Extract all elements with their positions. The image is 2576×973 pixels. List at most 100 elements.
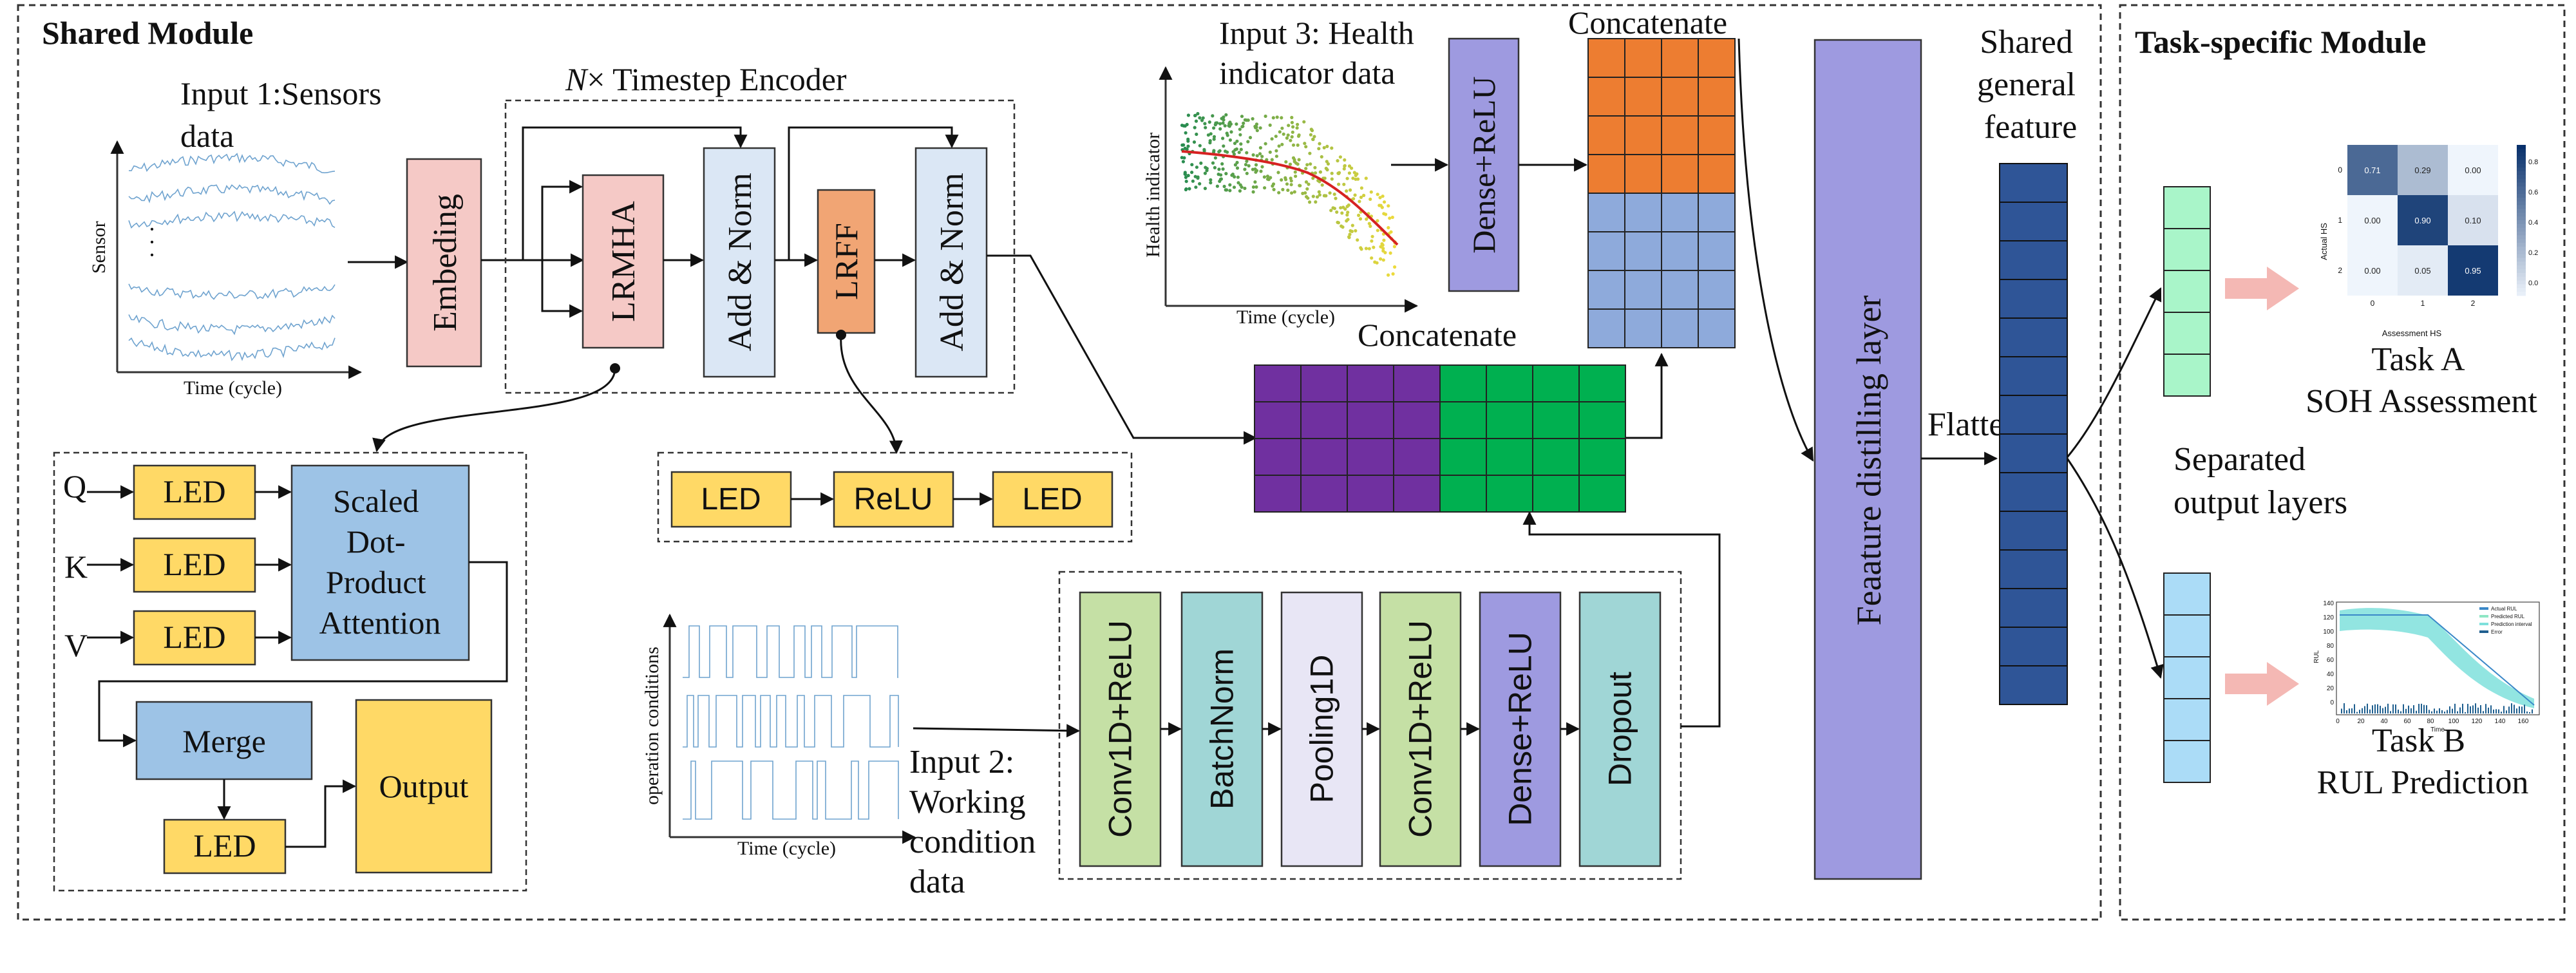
hi-point bbox=[1303, 191, 1307, 195]
hi-point bbox=[1251, 117, 1255, 121]
hi-point bbox=[1311, 176, 1315, 180]
hi-point bbox=[1309, 162, 1312, 166]
rul-error-bar bbox=[2439, 708, 2440, 713]
hi-point bbox=[1239, 142, 1243, 146]
rul-ytick: 100 bbox=[2323, 628, 2334, 636]
operation-plot: operation conditions Time (cycle) bbox=[641, 613, 916, 859]
task-b-cell bbox=[2163, 656, 2211, 699]
lrff-label: LRFF bbox=[828, 223, 864, 300]
rul-xtick: 100 bbox=[2448, 718, 2459, 725]
rul-error-bar bbox=[2377, 704, 2378, 713]
hi-point bbox=[1236, 181, 1240, 185]
hi-point bbox=[1296, 143, 1300, 147]
concat-bottom-cell bbox=[1347, 364, 1394, 402]
cm-cell bbox=[2448, 245, 2498, 296]
hi-point bbox=[1203, 122, 1207, 126]
hi-point bbox=[1359, 195, 1363, 199]
hi-point bbox=[1239, 147, 1243, 151]
rul-error-bar bbox=[2408, 705, 2409, 713]
hi-point bbox=[1328, 191, 1332, 195]
hi-point bbox=[1303, 142, 1307, 146]
hi-point bbox=[1193, 113, 1197, 117]
rul-error-bar bbox=[2470, 706, 2471, 713]
hi-point bbox=[1209, 181, 1213, 185]
hi-point bbox=[1311, 194, 1315, 198]
hi-point bbox=[1268, 123, 1272, 127]
hi-point bbox=[1390, 215, 1394, 220]
hi-point bbox=[1212, 135, 1217, 138]
svg-text:·: · bbox=[148, 242, 156, 268]
hi-point bbox=[1196, 176, 1200, 180]
concat-top-grid bbox=[1587, 38, 1736, 348]
hi-point bbox=[1282, 132, 1285, 136]
hi-point bbox=[1272, 187, 1276, 191]
concat-bottom-cell bbox=[1347, 401, 1394, 439]
hi-point bbox=[1208, 120, 1211, 124]
svg-text:·: · bbox=[148, 229, 156, 255]
hi-point bbox=[1255, 154, 1259, 158]
hi-point bbox=[1194, 119, 1198, 123]
concat-bottom-cell bbox=[1393, 364, 1441, 402]
hi-point bbox=[1387, 273, 1390, 277]
hi-point bbox=[1237, 151, 1241, 155]
sensor-xlabel: Time (cycle) bbox=[184, 377, 282, 399]
merge-label: Merge bbox=[182, 723, 266, 759]
rul-error-bar bbox=[2429, 710, 2430, 713]
hi-point bbox=[1238, 189, 1242, 193]
rul-error-bar bbox=[2488, 707, 2489, 713]
k-label: K bbox=[64, 549, 88, 585]
hi-point bbox=[1253, 180, 1257, 184]
cm-colorbar-seg bbox=[2517, 250, 2526, 255]
rul-ytick: 60 bbox=[2327, 657, 2334, 664]
feature-cell bbox=[1999, 433, 2068, 473]
hi-point bbox=[1212, 126, 1216, 130]
hi-point bbox=[1289, 176, 1293, 180]
hi-point bbox=[1313, 171, 1318, 175]
sensor-series bbox=[128, 184, 336, 205]
hi-point bbox=[1325, 144, 1329, 148]
hi-point bbox=[1235, 166, 1240, 170]
ffn-led2-label: LED bbox=[1022, 482, 1082, 516]
hi-point bbox=[1268, 150, 1272, 154]
task-module-frame bbox=[2119, 4, 2566, 921]
hi-point bbox=[1213, 156, 1217, 160]
task-b-cell bbox=[2163, 698, 2211, 741]
lrff-connector-dot bbox=[836, 330, 846, 340]
rul-error-bar bbox=[2385, 706, 2386, 713]
hi-point bbox=[1347, 164, 1352, 168]
hi-point bbox=[1347, 171, 1351, 175]
cm-colorbar-seg bbox=[2517, 156, 2526, 160]
lrmha-connector-dot bbox=[610, 363, 620, 373]
hi-point bbox=[1356, 238, 1359, 242]
hi-dense-box bbox=[1448, 37, 1520, 292]
rul-error-bar bbox=[2356, 712, 2358, 713]
hi-point bbox=[1324, 166, 1328, 171]
rul-error-bar bbox=[2364, 706, 2365, 713]
concat-bottom-cell bbox=[1393, 438, 1441, 476]
hi-point bbox=[1286, 133, 1290, 137]
hi-point bbox=[1213, 165, 1217, 169]
input3-label: Input 3: Health indicator data bbox=[1219, 15, 1422, 91]
concat-bottom-cell bbox=[1254, 364, 1302, 402]
hi-point bbox=[1318, 142, 1321, 146]
hi-xlabel: Time (cycle) bbox=[1236, 307, 1335, 328]
hi-point bbox=[1311, 137, 1315, 141]
hi-point bbox=[1310, 129, 1314, 133]
cm-colorbar-seg bbox=[2517, 182, 2526, 187]
hi-point bbox=[1275, 115, 1279, 119]
hi-point bbox=[1255, 122, 1258, 126]
cm-cbar-tick: 0.6 bbox=[2528, 189, 2538, 196]
hi-point bbox=[1294, 175, 1298, 178]
hi-point bbox=[1200, 118, 1204, 122]
hi-point bbox=[1280, 142, 1284, 146]
hi-point bbox=[1185, 122, 1189, 126]
rul-error-bar bbox=[2372, 705, 2373, 713]
hi-point bbox=[1245, 151, 1249, 155]
rul-error-bar bbox=[2498, 709, 2499, 713]
cm-cell bbox=[2398, 145, 2448, 195]
hi-point bbox=[1235, 139, 1239, 143]
hi-point bbox=[1184, 131, 1188, 135]
cm-colorbar-seg bbox=[2517, 220, 2526, 225]
hi-point bbox=[1345, 213, 1349, 217]
